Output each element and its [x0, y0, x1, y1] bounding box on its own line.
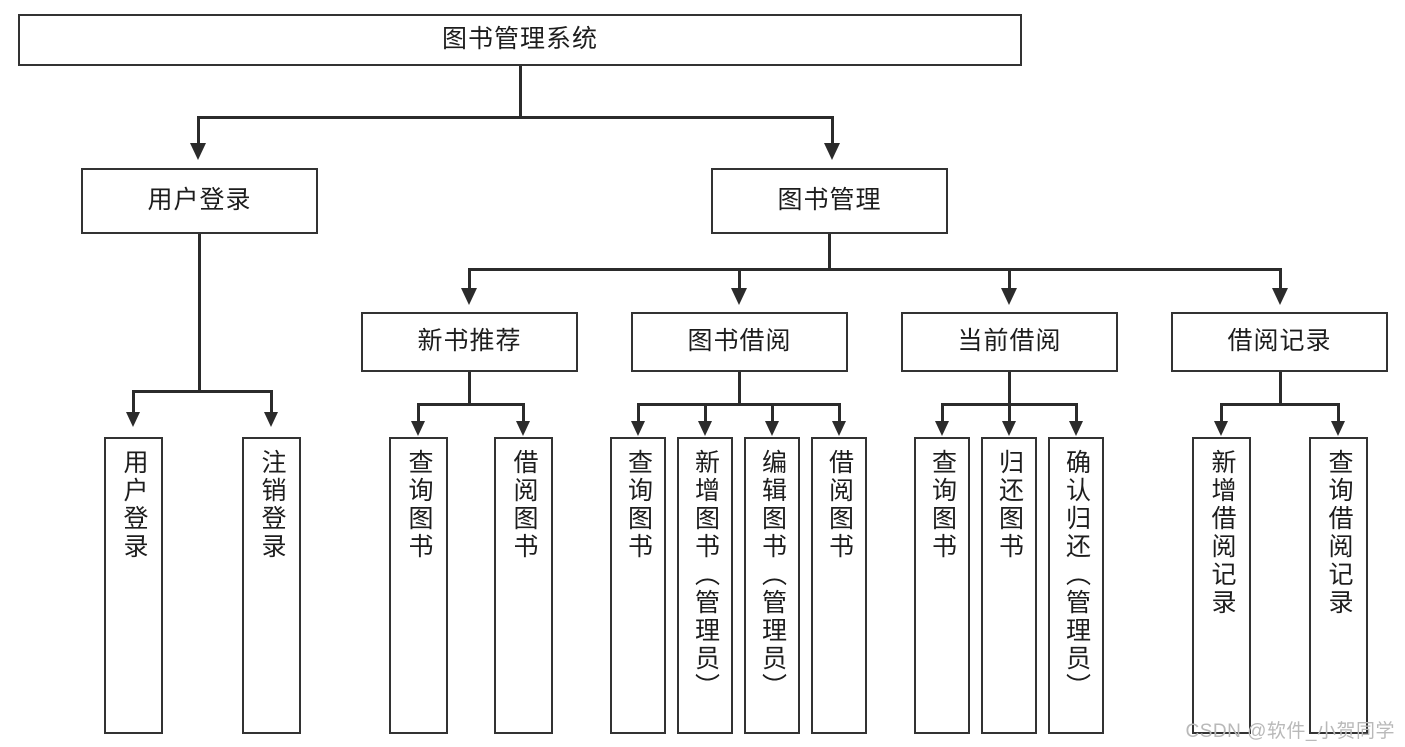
- node-label: 新书推荐: [417, 327, 522, 356]
- connector-cb-drop-2: [1008, 403, 1011, 422]
- connector-nbr-drop-1: [417, 403, 420, 422]
- node-label: 图书借阅: [687, 327, 792, 356]
- connector-cb-drop-1: [941, 403, 944, 422]
- connector-br-trunk: [1279, 372, 1282, 406]
- connector-bb-bar: [637, 403, 841, 406]
- connector-bb-drop-2: [704, 403, 707, 422]
- leaf-add-book[interactable]: 新增图书（管理员）: [677, 437, 733, 734]
- connector-nbr-trunk: [468, 372, 471, 406]
- arrow-to-new-book-recommend: [461, 288, 477, 305]
- node-label: 当前借阅: [957, 327, 1062, 356]
- arrow-to-leaf-borrow-book-2: [832, 421, 846, 436]
- node-label: 查询图书: [405, 449, 433, 561]
- connector-cb-drop-3: [1075, 403, 1078, 422]
- arrow-to-leaf-add-book: [698, 421, 712, 436]
- connector-cb-trunk: [1008, 372, 1011, 406]
- connector-br-drop-1: [1220, 403, 1223, 422]
- arrow-root-to-user-login: [190, 143, 206, 160]
- node-label: 确认归还（管理员）: [1062, 449, 1091, 701]
- connector-bb-drop-3: [771, 403, 774, 422]
- connector-bm-drop-4: [1279, 268, 1282, 289]
- leaf-borrow-book-recommend[interactable]: 借阅图书: [494, 437, 553, 734]
- node-label: 借阅图书: [825, 449, 854, 561]
- arrow-to-leaf-query-book-3: [935, 421, 949, 436]
- arrow-to-leaf-edit-book: [765, 421, 779, 436]
- connector-nbr-drop-2: [522, 403, 525, 422]
- connector-root-bar: [197, 116, 834, 119]
- arrow-root-to-book-manage: [824, 143, 840, 160]
- connector-root-trunk: [519, 66, 522, 118]
- arrow-to-leaf-query-book-2: [631, 421, 645, 436]
- connector-bb-drop-4: [838, 403, 841, 422]
- arrow-to-leaf-return-book: [1002, 421, 1016, 436]
- connector-bm-drop-1: [468, 268, 471, 289]
- node-label: 查询图书: [928, 449, 957, 561]
- connector-br-bar: [1220, 403, 1340, 406]
- node-label: 新增图书（管理员）: [691, 449, 720, 701]
- connector-user-login-drop-1: [132, 390, 135, 413]
- leaf-query-book-borrow[interactable]: 查询图书: [610, 437, 666, 734]
- node-label: 用户登录: [147, 186, 252, 215]
- node-label: 借阅记录: [1227, 327, 1332, 356]
- leaf-query-borrow-record[interactable]: 查询借阅记录: [1309, 437, 1368, 734]
- connector-bb-drop-1: [637, 403, 640, 422]
- node-label: 查询借阅记录: [1325, 449, 1353, 617]
- node-book-management[interactable]: 图书管理: [711, 168, 948, 234]
- node-root-book-management-system[interactable]: 图书管理系统: [18, 14, 1022, 66]
- connector-bm-drop-2: [738, 268, 741, 289]
- connector-user-login-trunk: [198, 234, 201, 393]
- node-book-borrow[interactable]: 图书借阅: [631, 312, 848, 372]
- connector-root-to-user-login: [197, 116, 200, 144]
- leaf-query-book-current[interactable]: 查询图书: [914, 437, 970, 734]
- leaf-edit-book[interactable]: 编辑图书（管理员）: [744, 437, 800, 734]
- node-new-book-recommend[interactable]: 新书推荐: [361, 312, 578, 372]
- connector-user-login-bar: [132, 390, 272, 393]
- node-label: 新增借阅记录: [1208, 449, 1236, 617]
- node-label: 注销登录: [258, 449, 286, 561]
- connector-bm-drop-3: [1008, 268, 1011, 289]
- node-label: 用户登录: [120, 449, 148, 561]
- leaf-confirm-return[interactable]: 确认归还（管理员）: [1048, 437, 1104, 734]
- arrow-to-leaf-user-logout: [264, 412, 278, 427]
- node-label: 编辑图书（管理员）: [758, 449, 787, 701]
- arrow-to-leaf-user-login: [126, 412, 140, 427]
- node-current-borrow[interactable]: 当前借阅: [901, 312, 1118, 372]
- leaf-borrow-book[interactable]: 借阅图书: [811, 437, 867, 734]
- arrow-to-borrow-record: [1272, 288, 1288, 305]
- arrow-to-leaf-borrow-book-1: [516, 421, 530, 436]
- node-borrow-record[interactable]: 借阅记录: [1171, 312, 1388, 372]
- node-label: 图书管理系统: [441, 25, 598, 54]
- node-label: 借阅图书: [510, 449, 538, 561]
- leaf-add-borrow-record[interactable]: 新增借阅记录: [1192, 437, 1251, 734]
- leaf-user-login[interactable]: 用户登录: [104, 437, 163, 734]
- node-user-login[interactable]: 用户登录: [81, 168, 318, 234]
- arrow-to-book-borrow: [731, 288, 747, 305]
- node-label: 查询图书: [624, 449, 653, 561]
- arrow-to-leaf-query-record: [1331, 421, 1345, 436]
- arrow-to-leaf-query-book-1: [411, 421, 425, 436]
- connector-nbr-bar: [417, 403, 525, 406]
- arrow-to-leaf-confirm-return: [1069, 421, 1083, 436]
- connector-book-manage-trunk: [828, 234, 831, 270]
- leaf-query-book-recommend[interactable]: 查询图书: [389, 437, 448, 734]
- connector-book-manage-bar: [468, 268, 1282, 271]
- connector-root-to-book-manage: [831, 116, 834, 144]
- leaf-return-book[interactable]: 归还图书: [981, 437, 1037, 734]
- arrow-to-leaf-add-record: [1214, 421, 1228, 436]
- node-label: 归还图书: [995, 449, 1024, 561]
- connector-bb-trunk: [738, 372, 741, 406]
- leaf-user-logout[interactable]: 注销登录: [242, 437, 301, 734]
- connector-user-login-drop-2: [270, 390, 273, 413]
- arrow-to-current-borrow: [1001, 288, 1017, 305]
- connector-br-drop-2: [1337, 403, 1340, 422]
- node-label: 图书管理: [777, 186, 882, 215]
